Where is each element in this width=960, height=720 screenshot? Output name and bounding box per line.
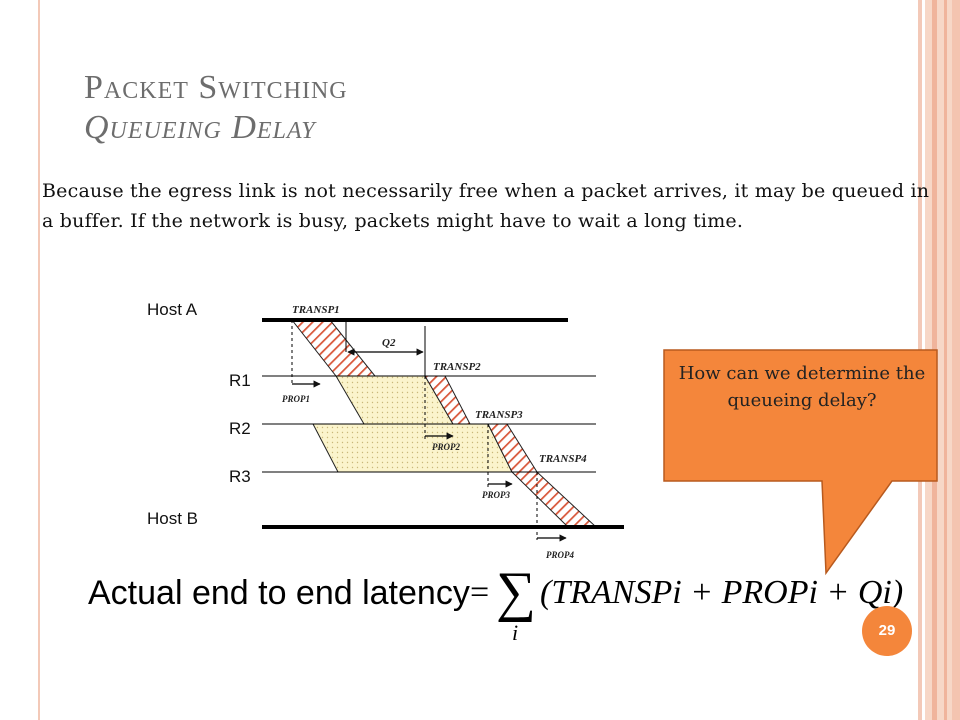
formula-sum-sign: ∑ [496, 561, 536, 623]
label-transp3: TRANSP3 [475, 409, 523, 421]
label-r1: R1 [229, 371, 251, 390]
title-line-2: Queueing Delay [84, 109, 316, 146]
page-number-badge: 29 [862, 606, 912, 656]
formula-index: i [512, 620, 519, 645]
slide-title: Packet Switching Queueing Delay [84, 68, 348, 148]
formula-right: (TRANSPi + PROPi + Qi) [540, 574, 904, 611]
label-prop3: PROP3 [482, 490, 510, 500]
label-transp4: TRANSP4 [539, 453, 587, 465]
label-r2: R2 [229, 419, 251, 438]
decor-border [952, 0, 960, 720]
packet-band-1 [290, 319, 377, 377]
title-line-1: Packet Switching [84, 69, 348, 106]
label-prop1: PROP1 [282, 394, 310, 404]
label-r3: R3 [229, 467, 251, 486]
callout-text: How can we determine the queueing delay? [678, 363, 926, 411]
label-host-a: Host A [147, 300, 198, 319]
packet-band-4 [510, 471, 598, 528]
label-prop4: PROP4 [546, 550, 574, 560]
decor-left-rule [38, 0, 40, 720]
body-text: Because the egress link is not necessari… [42, 180, 930, 232]
label-host-b: Host B [147, 509, 198, 528]
label-q2: Q2 [382, 337, 396, 349]
queue-region-r2 [312, 423, 513, 473]
label-prop2: PROP2 [432, 442, 460, 452]
decor-border [944, 0, 947, 720]
callout-box [663, 349, 938, 576]
formula-equals: = [470, 574, 490, 611]
label-transp2: TRANSP2 [433, 361, 481, 373]
formula-left: Actual end to end latency [88, 574, 470, 612]
label-transp1: TRANSP1 [292, 304, 340, 316]
